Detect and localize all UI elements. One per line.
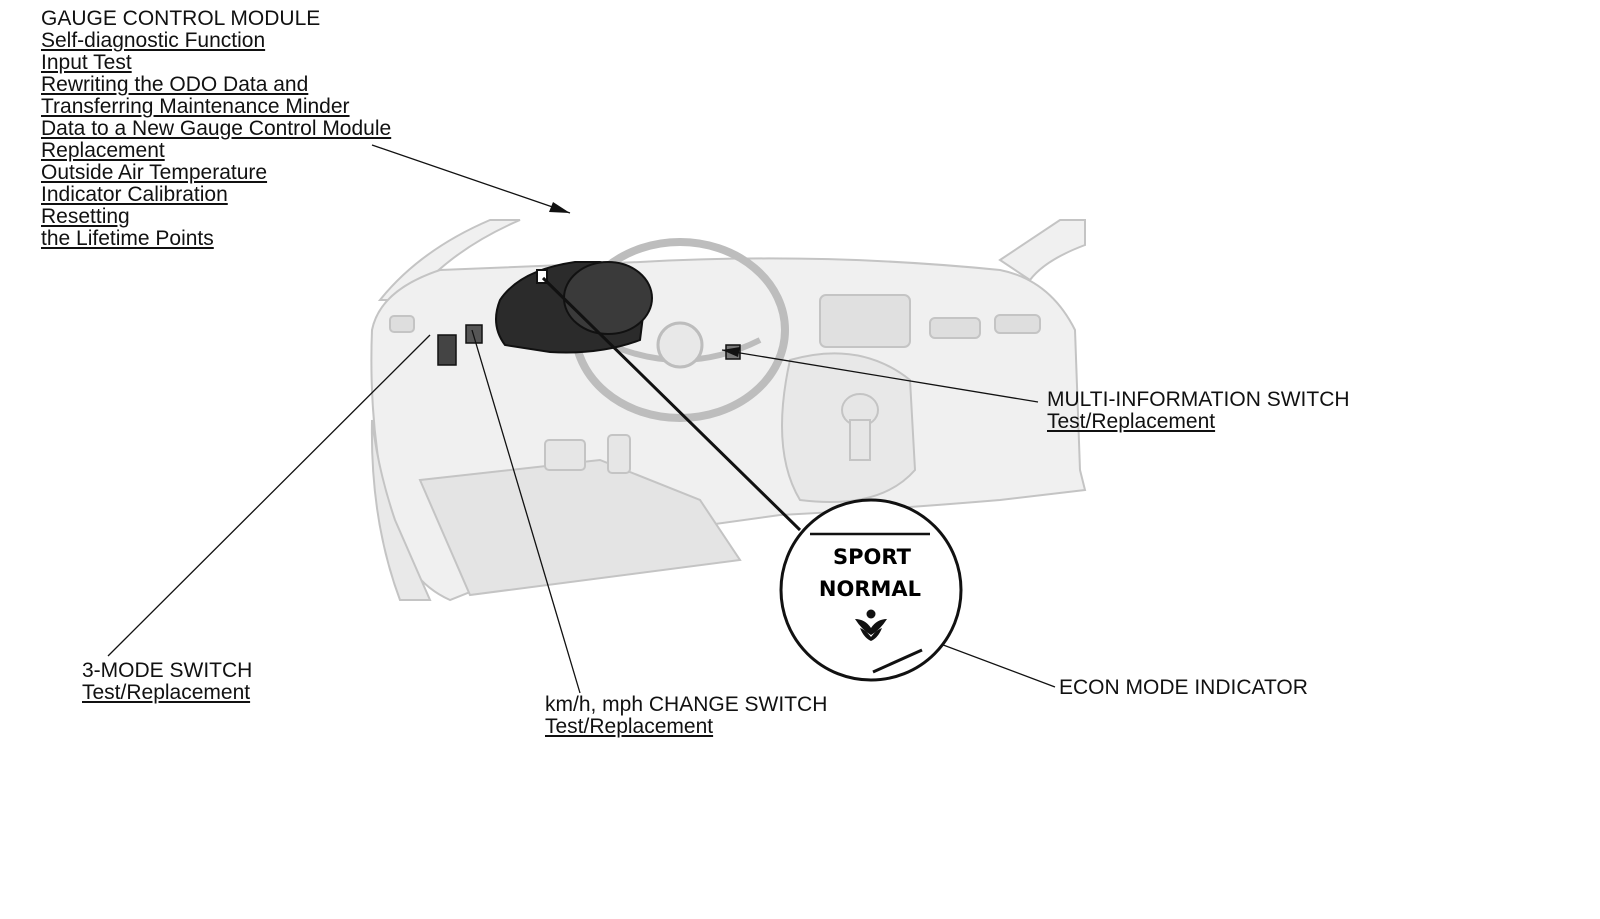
gauge-control-module-callout: GAUGE CONTROL MODULE Self-diagnostic Fun… [41,8,391,250]
multi-information-switch-callout: MULTI-INFORMATION SWITCH Test/Replacemen… [1047,389,1350,433]
leader-kmh-mph [471,329,581,694]
leader-multi-info [721,349,1039,403]
multi-information-switch-title: MULTI-INFORMATION SWITCH [1047,388,1350,411]
leader-gauge-module [371,144,571,214]
kmh-mph-change-switch-title: km/h, mph CHANGE SWITCH [545,693,828,716]
econ-mode-indicator-callout: ECON MODE INDICATOR [1059,677,1308,699]
leader-detail [541,276,802,532]
detail-circle: SPORT NORMAL [779,498,963,682]
shift-lever [849,419,871,461]
link-resetting[interactable]: Resetting [41,205,130,228]
left-vent [389,315,415,333]
center-display [819,294,911,348]
link-rewriting-odo-data[interactable]: Rewriting the ODO Data and [41,73,309,96]
link-the-lifetime-points[interactable]: the Lifetime Points [41,227,214,250]
right-vent [929,317,981,339]
kmh-mph-switch-part [465,324,483,344]
normal-mode-label: NORMAL [819,577,921,601]
link-transferring-maintenance-minder[interactable]: Transferring Maintenance Minder [41,95,350,118]
sport-mode-label: SPORT [833,545,912,569]
link-input-test[interactable]: Input Test [41,51,132,74]
three-mode-switch-test-link[interactable]: Test/Replacement [82,681,251,704]
link-data-to-new-gauge-control-module[interactable]: Data to a New Gauge Control Module [41,117,392,140]
three-mode-switch-part [437,334,457,366]
econ-leaf-icon [855,609,887,641]
three-mode-switch-title: 3-MODE SWITCH [82,659,253,682]
right-a-pillar [998,219,1086,282]
far-right-vent [994,314,1041,334]
econ-mode-indicator-title: ECON MODE INDICATOR [1059,676,1308,699]
link-self-diagnostic-function[interactable]: Self-diagnostic Function [41,29,266,52]
left-switch-panel [437,324,483,366]
gauge-cluster [495,261,653,354]
center-console [781,352,917,503]
leader-lines [107,144,1056,694]
leader-three-mode [107,334,431,657]
link-replacement[interactable]: Replacement [41,139,165,162]
accelerator-pedal [607,434,631,474]
arrow-gauge-module [549,202,570,213]
arrow-multi-info [722,347,740,357]
brake-pedal [544,439,586,471]
kmh-mph-change-switch-callout: km/h, mph CHANGE SWITCH Test/Replacement [545,694,827,738]
link-indicator-calibration[interactable]: Indicator Calibration [41,183,228,206]
door-panel [370,419,432,601]
cluster-indicator-box [536,269,548,284]
three-mode-switch-callout: 3-MODE SWITCH Test/Replacement [82,660,252,704]
kmh-mph-change-switch-test-link[interactable]: Test/Replacement [545,715,714,738]
gauge-control-module-title: GAUGE CONTROL MODULE [41,7,321,30]
multi-information-switch-test-link[interactable]: Test/Replacement [1047,410,1216,433]
link-outside-air-temperature[interactable]: Outside Air Temperature [41,161,268,184]
